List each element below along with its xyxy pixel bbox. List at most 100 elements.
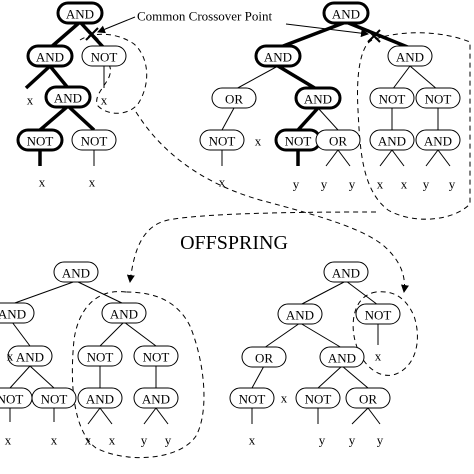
node-label: NOT [81, 134, 108, 149]
tree-edge [351, 407, 369, 425]
crossover-annotation: Common Crossover Point [137, 9, 272, 24]
tree-edge [123, 321, 157, 347]
tree-edge [299, 322, 343, 349]
tree-edge [143, 407, 157, 425]
node-or: OR [211, 87, 257, 109]
node-label: NOT [239, 392, 266, 407]
node-or: OR [345, 387, 391, 409]
crossover-marks [85, 27, 381, 43]
node-not: NOT [229, 387, 275, 409]
tree-edge [437, 149, 451, 167]
node-label: AND [62, 266, 90, 281]
node-and: AND [323, 261, 369, 283]
tree-edge [9, 365, 31, 389]
node-label: NOT [305, 392, 332, 407]
node-and: AND [56, 1, 104, 25]
node-label: NOT [425, 92, 452, 107]
node-and: AND [277, 303, 323, 325]
tree-edge [221, 107, 235, 131]
leaf-x: x [401, 177, 408, 192]
leaf-y: y [165, 433, 172, 448]
node-not: NOT [199, 129, 245, 151]
tree-edge [11, 321, 31, 347]
leaf-x: x [27, 93, 34, 108]
node-label: AND [304, 92, 332, 107]
annotation-arrow-left [97, 16, 136, 34]
tree-nodes: AND AND NOT AND NOT NOT AND AND AND OR AND NOT NOT NO… [0, 1, 461, 409]
node-label: OR [359, 392, 377, 407]
leaf-x: x [85, 433, 92, 448]
node-not: NOT [274, 128, 322, 152]
node-not: NOT [133, 345, 179, 367]
node-and: AND [133, 387, 179, 409]
tree-edge [66, 104, 96, 132]
node-and: AND [294, 86, 342, 110]
crossover-cross-mark [367, 29, 381, 43]
leaf-x: x [89, 175, 96, 190]
node-label: AND [110, 307, 138, 322]
tree-edge [155, 407, 169, 425]
tree-edge [277, 20, 347, 50]
tree-edge [317, 107, 339, 131]
node-label: AND [378, 134, 406, 149]
node-label: NOT [143, 350, 170, 365]
node-not: NOT [77, 345, 123, 367]
tree-edge [341, 365, 369, 389]
subtree-outline-parent2 [357, 32, 471, 220]
leaf-x: x [7, 349, 14, 364]
leaf-y: y [141, 433, 148, 448]
node-not: NOT [0, 387, 33, 409]
leaf-x: x [101, 93, 108, 108]
tree-edge [325, 149, 339, 167]
node-not: NOT [71, 129, 117, 151]
node-label: AND [142, 392, 170, 407]
tree-edge [391, 65, 411, 91]
leaf-x: x [377, 177, 384, 192]
tree-edge [48, 64, 70, 90]
node-label: AND [86, 392, 114, 407]
tree-edge [99, 407, 113, 425]
leaf-x: x [255, 134, 262, 149]
node-label: AND [286, 308, 314, 323]
node-label: NOT [91, 50, 118, 65]
annotation-arrow-right [285, 23, 369, 38]
leaf-x: x [281, 391, 288, 406]
leaf-x: x [219, 175, 226, 190]
tree-edge [367, 407, 381, 425]
crossover-cross-mark [85, 27, 99, 41]
node-not: NOT [16, 128, 64, 152]
node-and: AND [387, 45, 433, 67]
node-and: AND [415, 129, 461, 151]
leaf-y: y [319, 433, 326, 448]
node-label: OR [225, 92, 243, 107]
tree-edge [233, 65, 279, 91]
node-and: AND [7, 345, 53, 367]
leaf-x: x [5, 433, 12, 448]
node-not: NOT [355, 303, 401, 325]
node-and: AND [319, 346, 365, 368]
leaf-x: x [249, 433, 256, 448]
leaf-y: y [293, 177, 300, 192]
node-label: AND [54, 91, 82, 106]
node-label: AND [396, 50, 424, 65]
tree-edge [38, 104, 70, 132]
tree-edge [299, 280, 347, 306]
node-label: OR [329, 134, 347, 149]
node-not: NOT [369, 87, 415, 109]
node-not: NOT [415, 87, 461, 109]
node-and: AND [44, 85, 92, 109]
node-and: AND [0, 302, 35, 324]
node-and: AND [254, 44, 302, 68]
node-label: NOT [365, 308, 392, 323]
subtree-outline-offspring2 [352, 291, 418, 376]
tree-edge [409, 65, 439, 91]
tree-edge [99, 321, 125, 347]
node-label: AND [424, 134, 452, 149]
tree-edge [251, 365, 265, 389]
node-and: AND [77, 387, 123, 409]
node-not: NOT [295, 387, 341, 409]
subtree-outline-offspring1 [71, 291, 205, 459]
node-label: AND [16, 350, 44, 365]
